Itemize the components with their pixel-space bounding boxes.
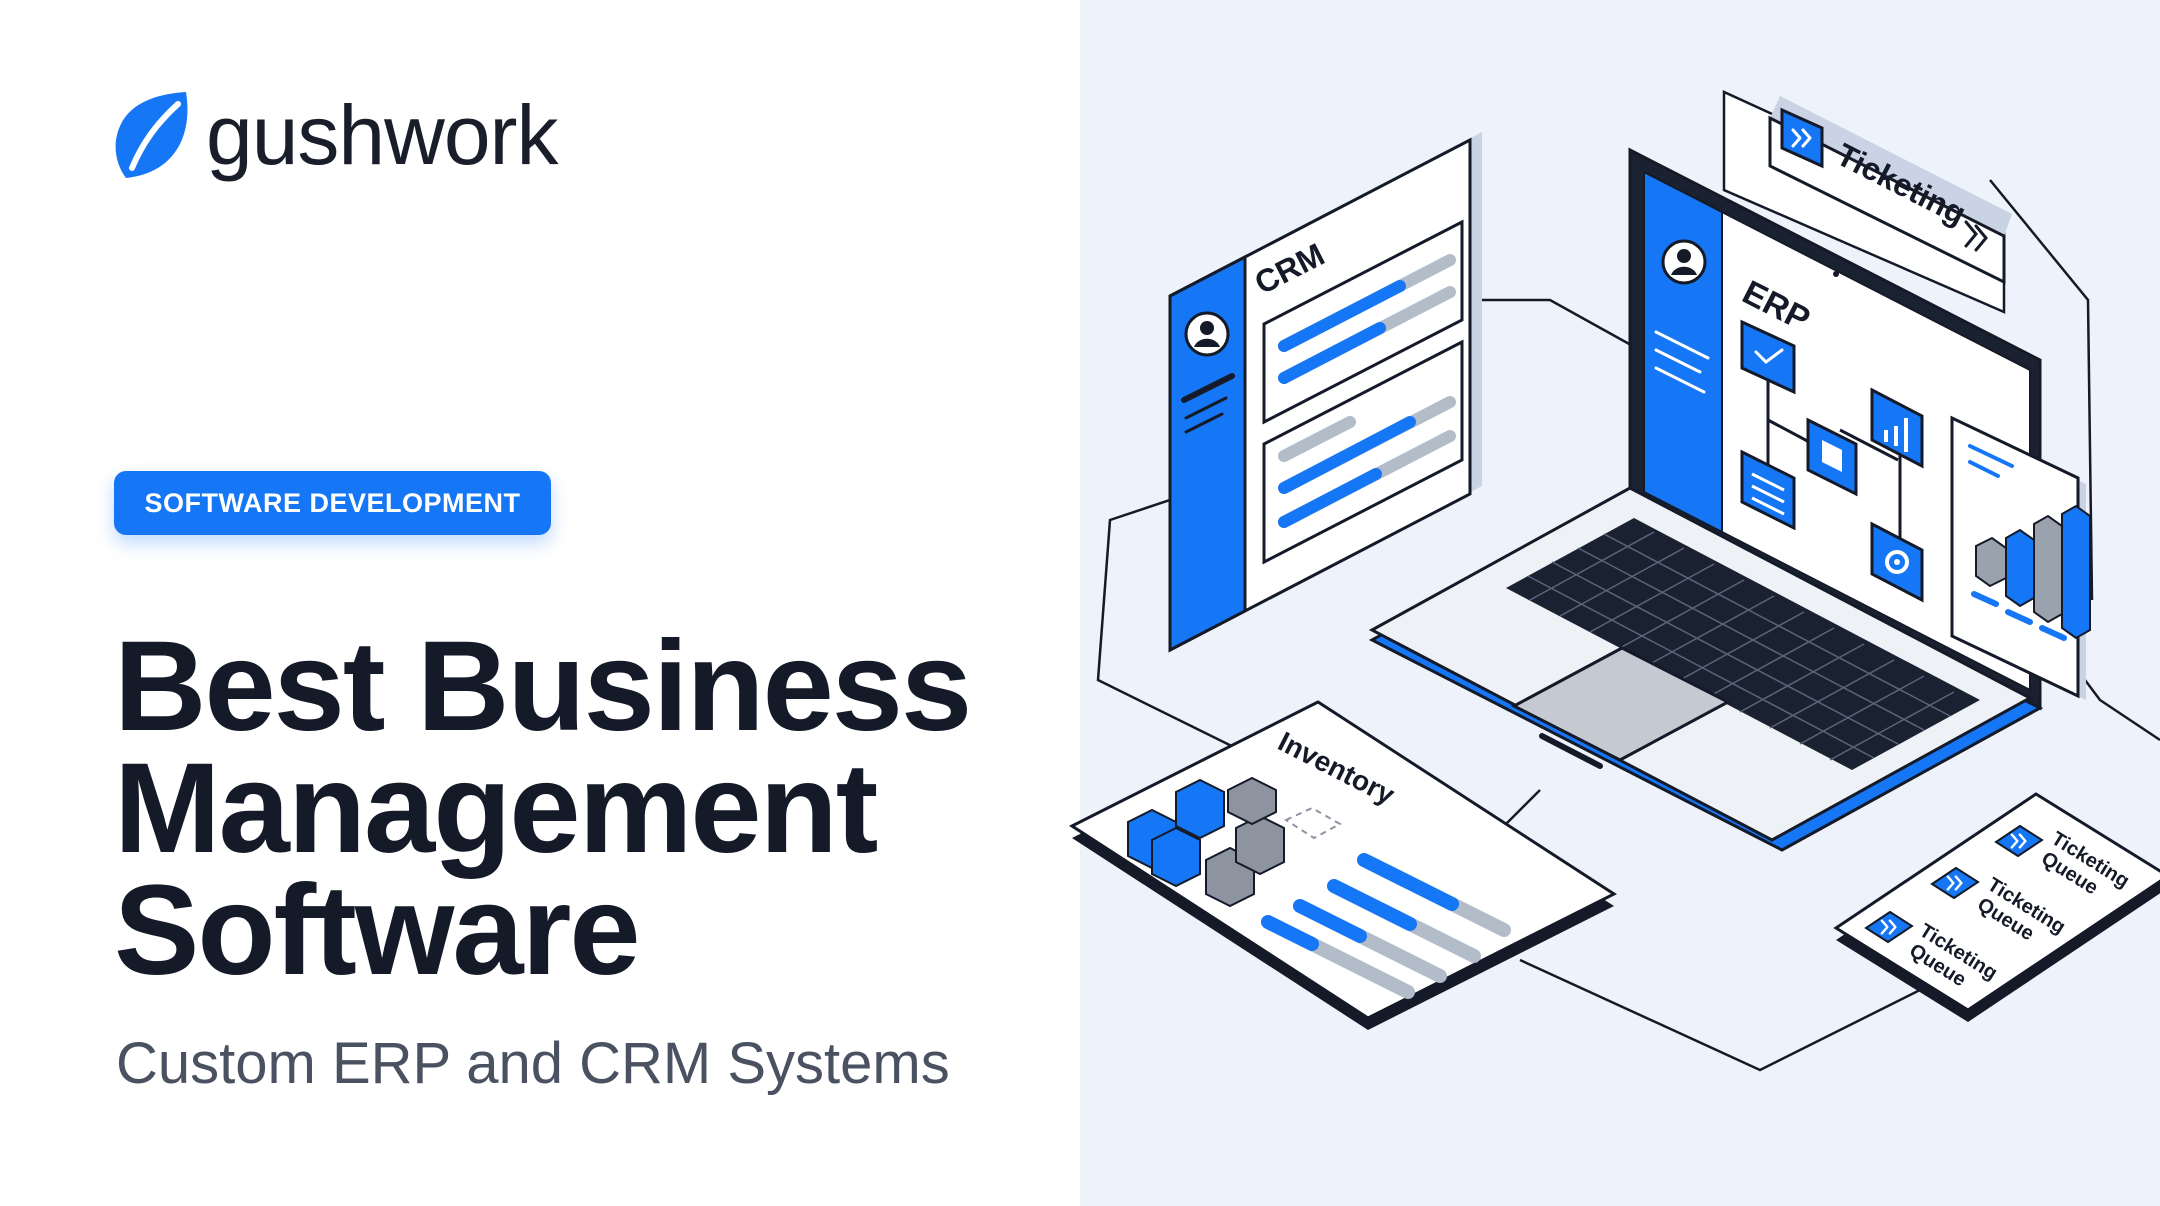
list-icon xyxy=(1740,449,1796,531)
gear-icon xyxy=(1870,521,1924,603)
title-line-1: Best Business xyxy=(114,615,972,758)
bar-chart-icon xyxy=(1870,387,1924,469)
category-badge: SOFTWARE DEVELOPMENT xyxy=(114,471,551,535)
left-panel: gushwork SOFTWARE DEVELOPMENT Best Busin… xyxy=(112,88,973,1096)
crm-panel: CRM xyxy=(1168,132,1482,653)
inventory-blocks xyxy=(1127,776,1285,908)
inventory-progress-bars xyxy=(1261,853,1511,999)
double-chevron-icon xyxy=(1864,910,1914,944)
inventory-card: Inventory xyxy=(1068,700,1618,1030)
double-chevron-icon xyxy=(1780,107,1824,169)
page-subtitle: Custom ERP and CRM Systems xyxy=(116,1031,950,1096)
ticketing-card: Ticketing xyxy=(1722,90,2012,314)
double-chevron-icon xyxy=(1930,866,1980,900)
brand-logo[interactable]: gushwork xyxy=(112,88,559,182)
analytics-panel xyxy=(1950,415,2091,700)
keyboard-deck xyxy=(1368,486,2044,852)
leaf-logo-icon xyxy=(115,92,188,178)
ticketing-queue-card: Ticketing Queue Ticketing Queue Ticketin… xyxy=(1833,792,2160,1022)
erp-screen: ERP xyxy=(1643,170,2031,692)
title-line-3: Software xyxy=(114,859,641,1002)
laptop: ERP xyxy=(1368,147,2044,852)
user-avatar-icon xyxy=(1661,239,1707,285)
brand-name: gushwork xyxy=(206,88,559,182)
page-title: Best Business Management Software xyxy=(114,615,972,1002)
window-icon xyxy=(1806,417,1858,497)
user-avatar-icon xyxy=(1184,311,1230,357)
bar-chart-graphic xyxy=(1975,504,2091,640)
double-chevron-icon xyxy=(1994,824,2044,858)
title-line-2: Management xyxy=(114,737,878,880)
checkmark-icon xyxy=(1740,319,1796,395)
